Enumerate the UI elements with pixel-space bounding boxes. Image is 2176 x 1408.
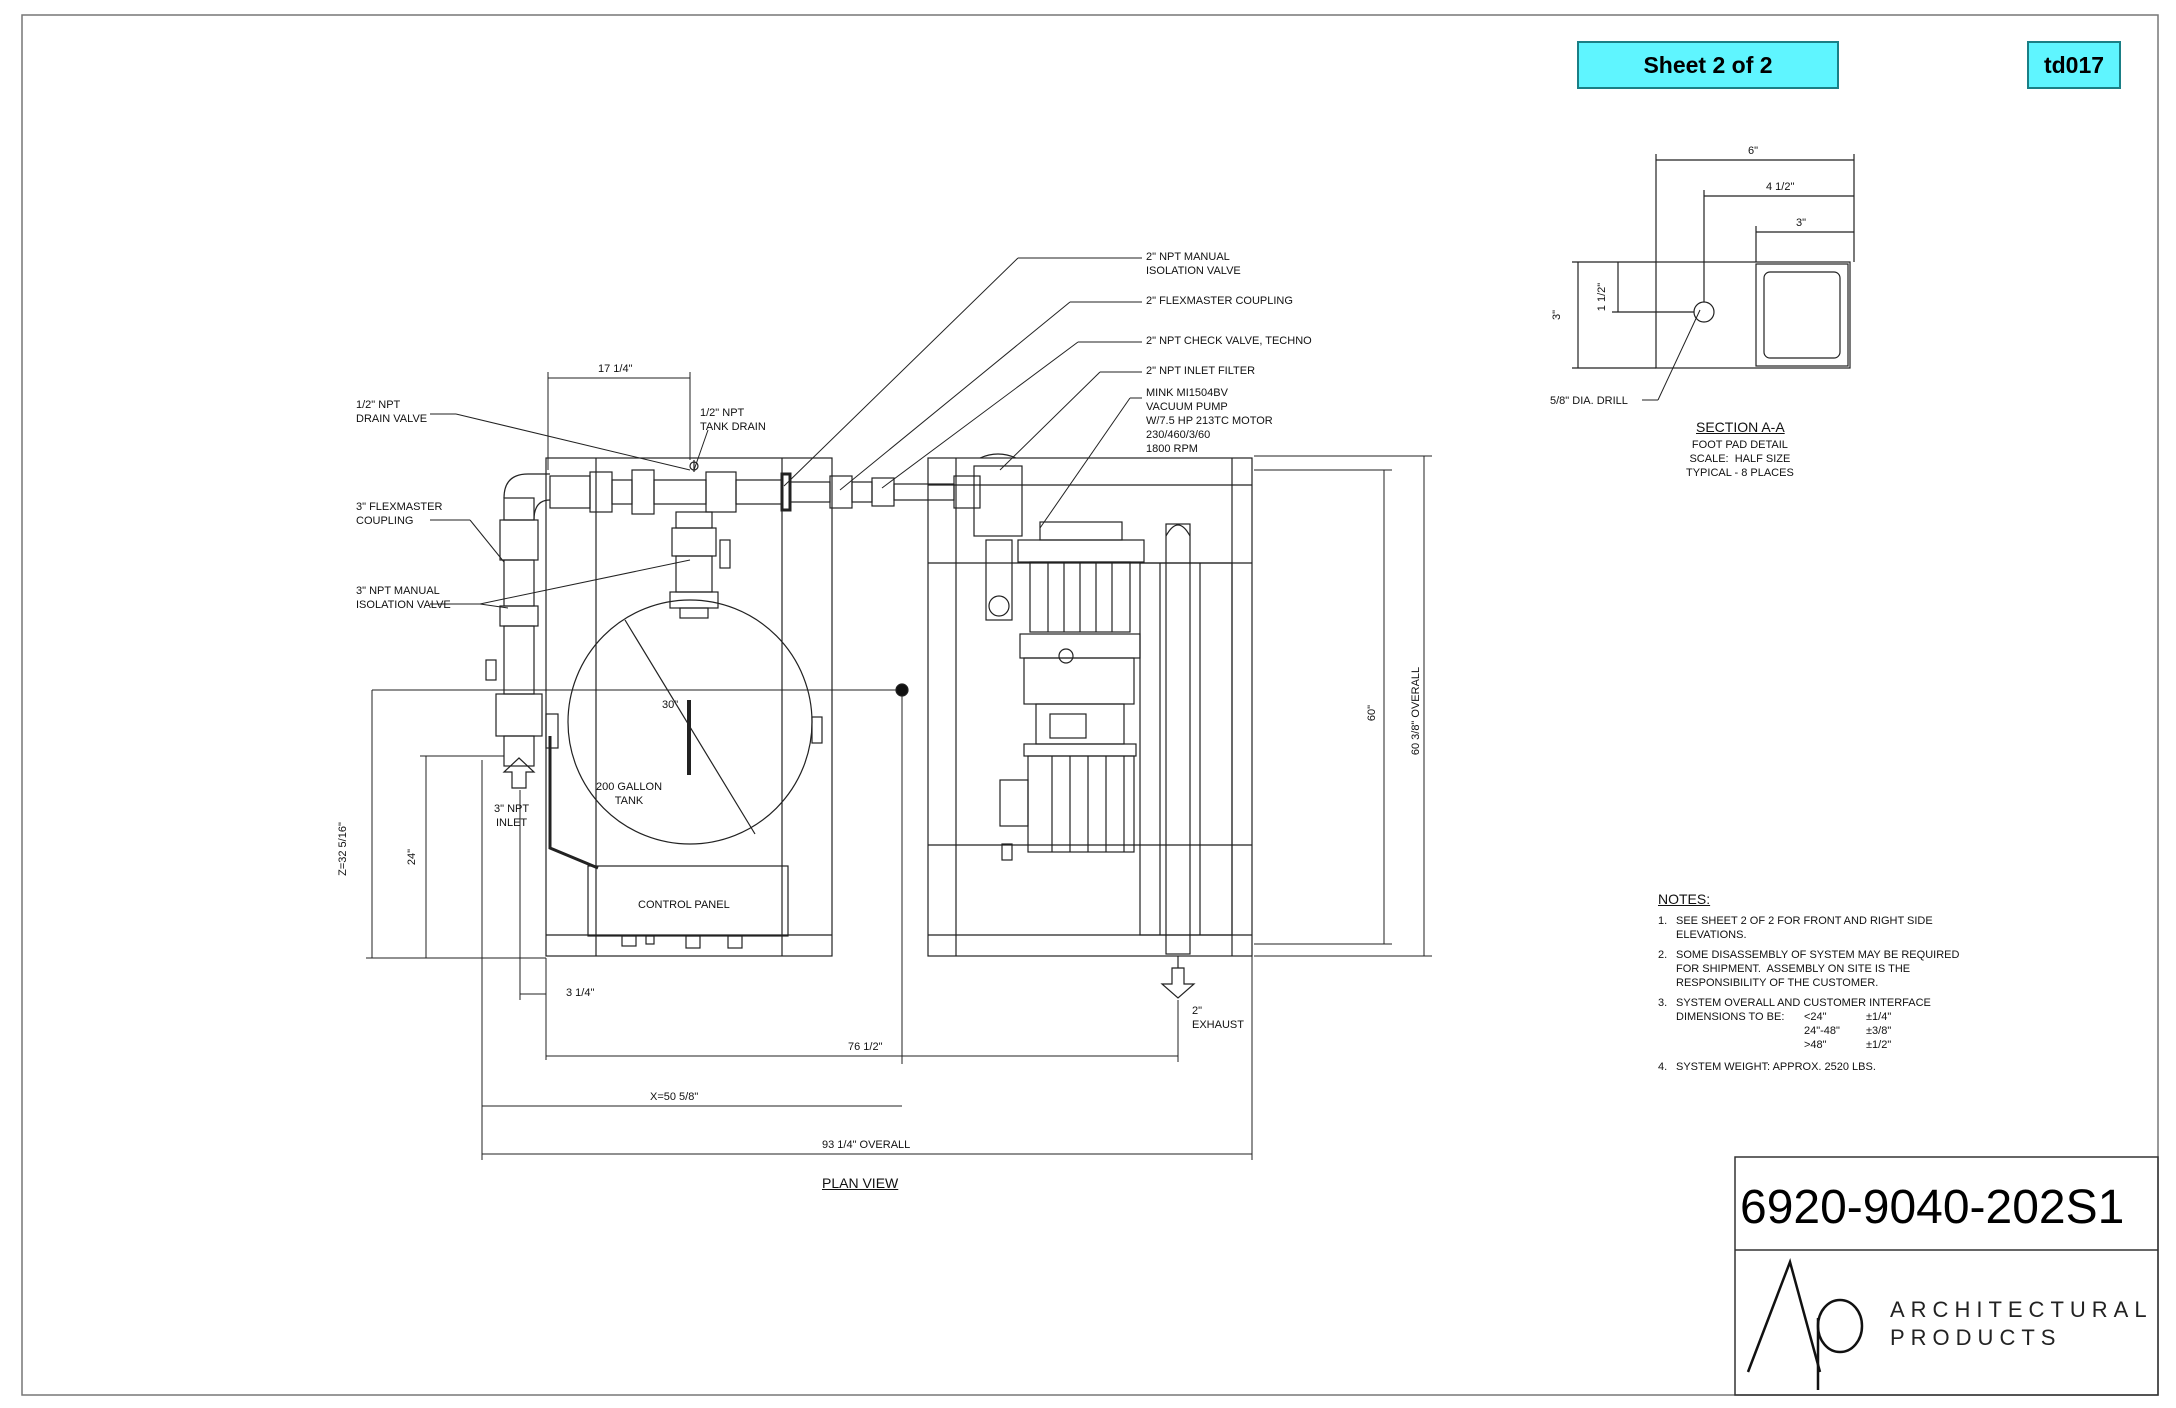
dim-overall-width: 93 1/4" OVERALL bbox=[822, 1139, 911, 1151]
callout-tank-drain: 1/2" NPT TANK DRAIN bbox=[700, 407, 766, 433]
drawing-id-badge: td017 bbox=[2027, 41, 2121, 89]
section-subtitle: FOOT PAD DETAIL SCALE: HALF SIZE TYPICAL… bbox=[1686, 439, 1794, 479]
leader-lines bbox=[430, 257, 1701, 609]
callout-isolation-valve-2: 2" NPT MANUAL ISOLATION VALVE bbox=[1146, 251, 1241, 277]
tolerance-row: <24"±1/4" bbox=[1804, 1011, 1892, 1023]
sheet-border bbox=[21, 14, 2159, 1396]
dim-z: Z=32 5/16" bbox=[336, 822, 349, 876]
callout-check-valve-2: 2" NPT CHECK VALVE, TECHNO bbox=[1146, 335, 1312, 347]
callout-tank: 200 GALLON TANK bbox=[596, 781, 663, 807]
dimension-lines bbox=[366, 372, 1432, 1160]
callout-drain-valve: 1/2" NPT DRAIN VALVE bbox=[356, 399, 428, 425]
dim-76-1-2: 76 1/2" bbox=[848, 1041, 883, 1053]
tolerance-table: <24"±1/4" 24"-48"±3/8" >48"±1/2" bbox=[1804, 1010, 1959, 1052]
tolerance-row: 24"-48"±3/8" bbox=[1804, 1025, 1892, 1037]
note-item: 2. SOME DISASSEMBLY OF SYSTEM MAY BE REQ… bbox=[1658, 949, 1960, 989]
callout-exhaust: 2" EXHAUST bbox=[1192, 1005, 1244, 1031]
tolerance-row: >48"±1/2" bbox=[1804, 1039, 1892, 1051]
notes-heading: NOTES: bbox=[1658, 891, 1711, 907]
title-block bbox=[1734, 1156, 2159, 1396]
callout-control-panel: CONTROL PANEL bbox=[638, 899, 730, 911]
note-item: 1. SEE SHEET 2 OF 2 FOR FRONT AND RIGHT … bbox=[1658, 915, 1933, 941]
section-a-a bbox=[1572, 154, 1855, 369]
dim-x: X=50 5/8" bbox=[650, 1091, 699, 1103]
section-dim-3: 3" bbox=[1796, 217, 1807, 229]
callout-flexmaster-2: 2" FLEXMASTER COUPLING bbox=[1146, 295, 1293, 307]
note-item: 3. SYSTEM OVERALL AND CUSTOMER INTERFACE… bbox=[1658, 997, 1931, 1023]
callout-inlet-filter-2: 2" NPT INLET FILTER bbox=[1146, 365, 1256, 377]
callout-vacuum-pump: MINK MI1504BV VACUUM PUMP W/7.5 HP 213TC… bbox=[1146, 387, 1273, 455]
notes-block: NOTES: 1. SEE SHEET 2 OF 2 FOR FRONT AND… bbox=[1658, 892, 1959, 1080]
section-dim-h3: 3" bbox=[1551, 309, 1564, 321]
callout-flexmaster-3: 3" FLEXMASTER COUPLING bbox=[356, 501, 443, 527]
dim-30: 30" bbox=[662, 699, 679, 711]
section-dim-6: 6" bbox=[1748, 145, 1759, 157]
company-name: ARCHITECTURAL PRODUCTS bbox=[1890, 1297, 2153, 1350]
dim-60: 60" bbox=[1366, 704, 1379, 722]
sheet-number-badge: Sheet 2 of 2 bbox=[1577, 41, 1839, 89]
ap-logo-icon bbox=[1746, 1257, 1864, 1390]
plan-view bbox=[372, 453, 1253, 1064]
drawing-number: 6920-9040-202S1 bbox=[1740, 1180, 2125, 1234]
section-dim-4-1-2: 4 1/2" bbox=[1766, 181, 1795, 193]
dim-24: 24" bbox=[406, 848, 419, 866]
callout-inlet-3: 3" NPT INLET bbox=[494, 803, 530, 829]
dim-60-overall: 60 3/8" OVERALL bbox=[1410, 666, 1423, 756]
section-title: SECTION A-A bbox=[1696, 419, 1785, 435]
plan-view-title: PLAN VIEW bbox=[822, 1175, 899, 1191]
dim-17-1-4: 17 1/4" bbox=[598, 363, 633, 375]
callout-isolation-valve-3: 3" NPT MANUAL ISOLATION VALVE bbox=[356, 585, 451, 611]
note-item: 4. SYSTEM WEIGHT: APPROX. 2520 LBS. bbox=[1658, 1061, 1876, 1073]
section-dim-h1-1-2: 1 1/2" bbox=[1596, 282, 1609, 312]
dim-3-1-4: 3 1/4" bbox=[566, 987, 595, 999]
section-drill-label: 5/8" DIA. DRILL bbox=[1550, 395, 1628, 407]
